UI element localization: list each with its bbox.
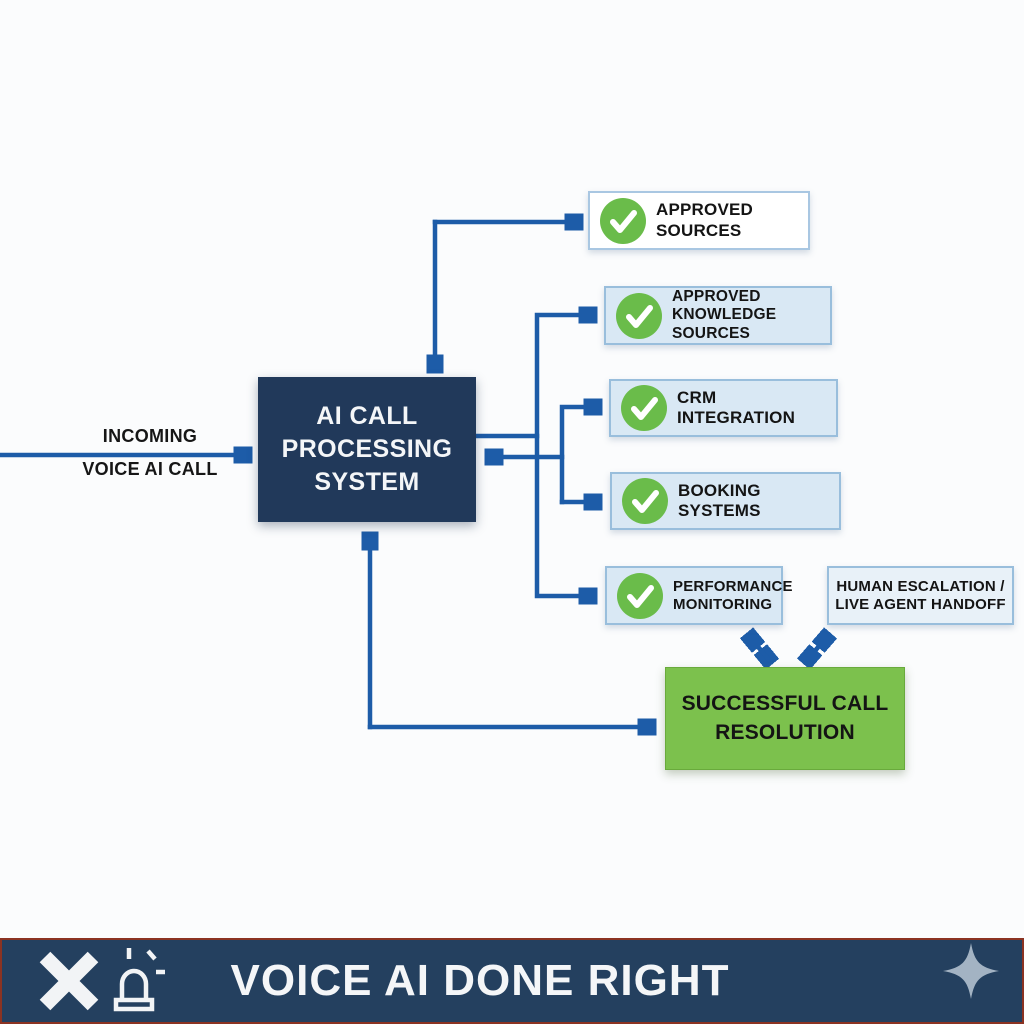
arrow-performance-success-b xyxy=(750,637,773,664)
x-mark-icon xyxy=(38,950,100,1017)
performance-monitoring-label: PERFORMANCE MONITORING xyxy=(673,577,793,613)
successful-call-resolution-label: SUCCESSFUL CALL RESOLUTION xyxy=(681,692,889,744)
node-approved-knowledge-sources: APPROVED KNOWLEDGE SOURCES xyxy=(604,286,832,345)
arrow-human-success-a xyxy=(807,633,831,660)
check-circle-icon xyxy=(600,197,646,244)
sparkle-icon xyxy=(940,940,1002,1007)
incoming-call-label-line2: VOICE AI CALL xyxy=(82,459,218,479)
check-circle-icon xyxy=(621,385,667,431)
node-ai-call-processing-system: AI CALL PROCESSING SYSTEM xyxy=(258,377,476,522)
human-escalation-label: HUMAN ESCALATION / LIVE AGENT HANDOFF xyxy=(835,577,1006,613)
approved-sources-label: APPROVED SOURCES xyxy=(656,200,754,240)
node-approved-sources: APPROVED SOURCES xyxy=(588,191,810,250)
node-successful-call-resolution: SUCCESSFUL CALL RESOLUTION xyxy=(665,667,905,770)
check-circle-icon xyxy=(622,478,668,524)
bottom-banner: VOICE AI DONE RIGHT xyxy=(0,938,1024,1024)
arrow-to-crm xyxy=(559,407,597,505)
node-performance-monitoring: PERFORMANCE MONITORING xyxy=(605,566,793,625)
siren-light-icon xyxy=(102,944,166,1023)
arrow-performance-success-a xyxy=(746,633,769,660)
check-circle-icon xyxy=(616,292,662,339)
booking-systems-label: BOOKING SYSTEMS xyxy=(678,480,761,520)
banner-title: VOICE AI DONE RIGHT xyxy=(230,956,730,1005)
check-circle-icon xyxy=(617,572,663,619)
arrow-human-success-b xyxy=(803,637,827,664)
node-booking-systems: BOOKING SYSTEMS xyxy=(610,472,841,530)
arrow-to-knowledge-sources xyxy=(474,315,592,439)
approved-knowledge-sources-label: APPROVED KNOWLEDGE SOURCES xyxy=(672,288,777,342)
node-human-escalation: HUMAN ESCALATION / LIVE AGENT HANDOFF xyxy=(827,566,1014,625)
arrow-to-performance xyxy=(534,433,592,596)
incoming-call-label-line1: INCOMING xyxy=(102,426,198,446)
node-crm-integration: CRM INTEGRATION xyxy=(609,379,838,437)
central-system-label: AI CALL PROCESSING SYSTEM xyxy=(281,402,453,496)
crm-integration-label: CRM INTEGRATION xyxy=(677,387,796,427)
